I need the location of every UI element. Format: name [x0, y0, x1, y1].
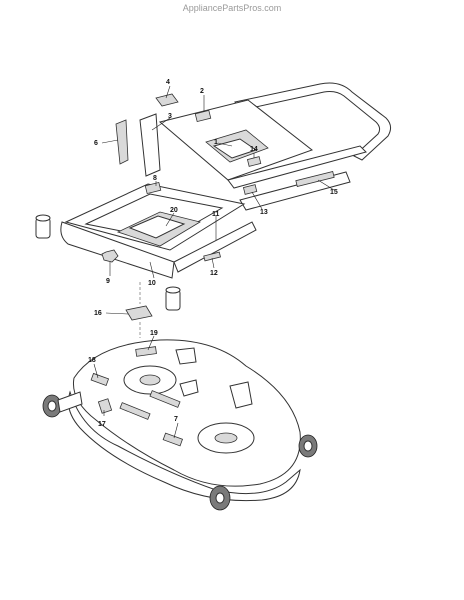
deck-decal-7	[162, 432, 183, 447]
front-left-caster-mount	[35, 214, 51, 239]
callout-13: 13	[260, 209, 268, 216]
decal-part-8	[144, 181, 162, 195]
callout-3: 3	[168, 113, 172, 120]
callout-9: 9	[106, 278, 110, 285]
callout-12: 12	[210, 270, 218, 277]
deck-decal-18	[90, 372, 110, 387]
right-spindle-hub	[214, 432, 238, 444]
decal-part-12	[203, 251, 221, 262]
decal-part-16	[125, 305, 153, 321]
seat-plate-slot	[212, 138, 258, 159]
callout-18: 18	[88, 357, 96, 364]
callout-7: 7	[174, 416, 178, 423]
deck-slot-b	[149, 390, 181, 408]
decal-part-14	[246, 156, 262, 167]
deck-bracket-mid	[179, 379, 199, 397]
callout-2: 2	[200, 88, 204, 95]
callout-8: 8	[153, 175, 157, 182]
callout-4: 4	[166, 79, 170, 86]
callout-17: 17	[98, 421, 106, 428]
seat-support-bracket	[139, 113, 161, 177]
control-lever-6	[115, 119, 129, 165]
deck-wheel-arm-left	[57, 391, 83, 413]
leader-lines	[93, 85, 335, 439]
deck-wheel-front-left	[42, 394, 62, 418]
deck-decal-17	[97, 398, 113, 414]
hex-decal	[101, 249, 119, 263]
watermark: AppliancePartsPros.com	[182, 3, 282, 13]
mower-deck	[42, 339, 318, 511]
deck-bracket-right	[229, 381, 253, 409]
mower-frame	[35, 82, 392, 311]
front-nose	[60, 221, 175, 279]
callout-6: 6	[94, 140, 98, 147]
deck-slot-a	[119, 402, 151, 420]
callout-20: 20	[170, 207, 178, 214]
callout-11: 11	[212, 211, 220, 218]
deck-bracket-left	[175, 347, 197, 365]
callout-15: 15	[330, 189, 338, 196]
decal-part-13	[242, 184, 258, 195]
left-frame-tube	[173, 221, 257, 273]
rear-handle-bar	[234, 82, 392, 161]
callouts: 4 2 3 6 1 14 15 8 20 11 13 12 9 10 16 19…	[88, 79, 338, 428]
floor-mat-label	[128, 215, 186, 239]
callout-10: 10	[148, 280, 156, 287]
callout-19: 19	[150, 330, 158, 337]
callout-1: 1	[214, 139, 218, 146]
callout-16: 16	[94, 310, 102, 317]
deck-wheel-right	[298, 434, 318, 458]
left-spindle-hub	[139, 374, 161, 386]
deck-decal-19	[135, 346, 157, 357]
deck-skirt	[67, 390, 301, 502]
front-right-caster-mount	[165, 286, 181, 311]
right-side-rail	[227, 145, 367, 189]
deck-wheel-rear-left	[209, 485, 231, 511]
decal-part-2	[194, 109, 212, 123]
decal-part-15	[295, 171, 335, 187]
callout-14: 14	[250, 146, 258, 153]
